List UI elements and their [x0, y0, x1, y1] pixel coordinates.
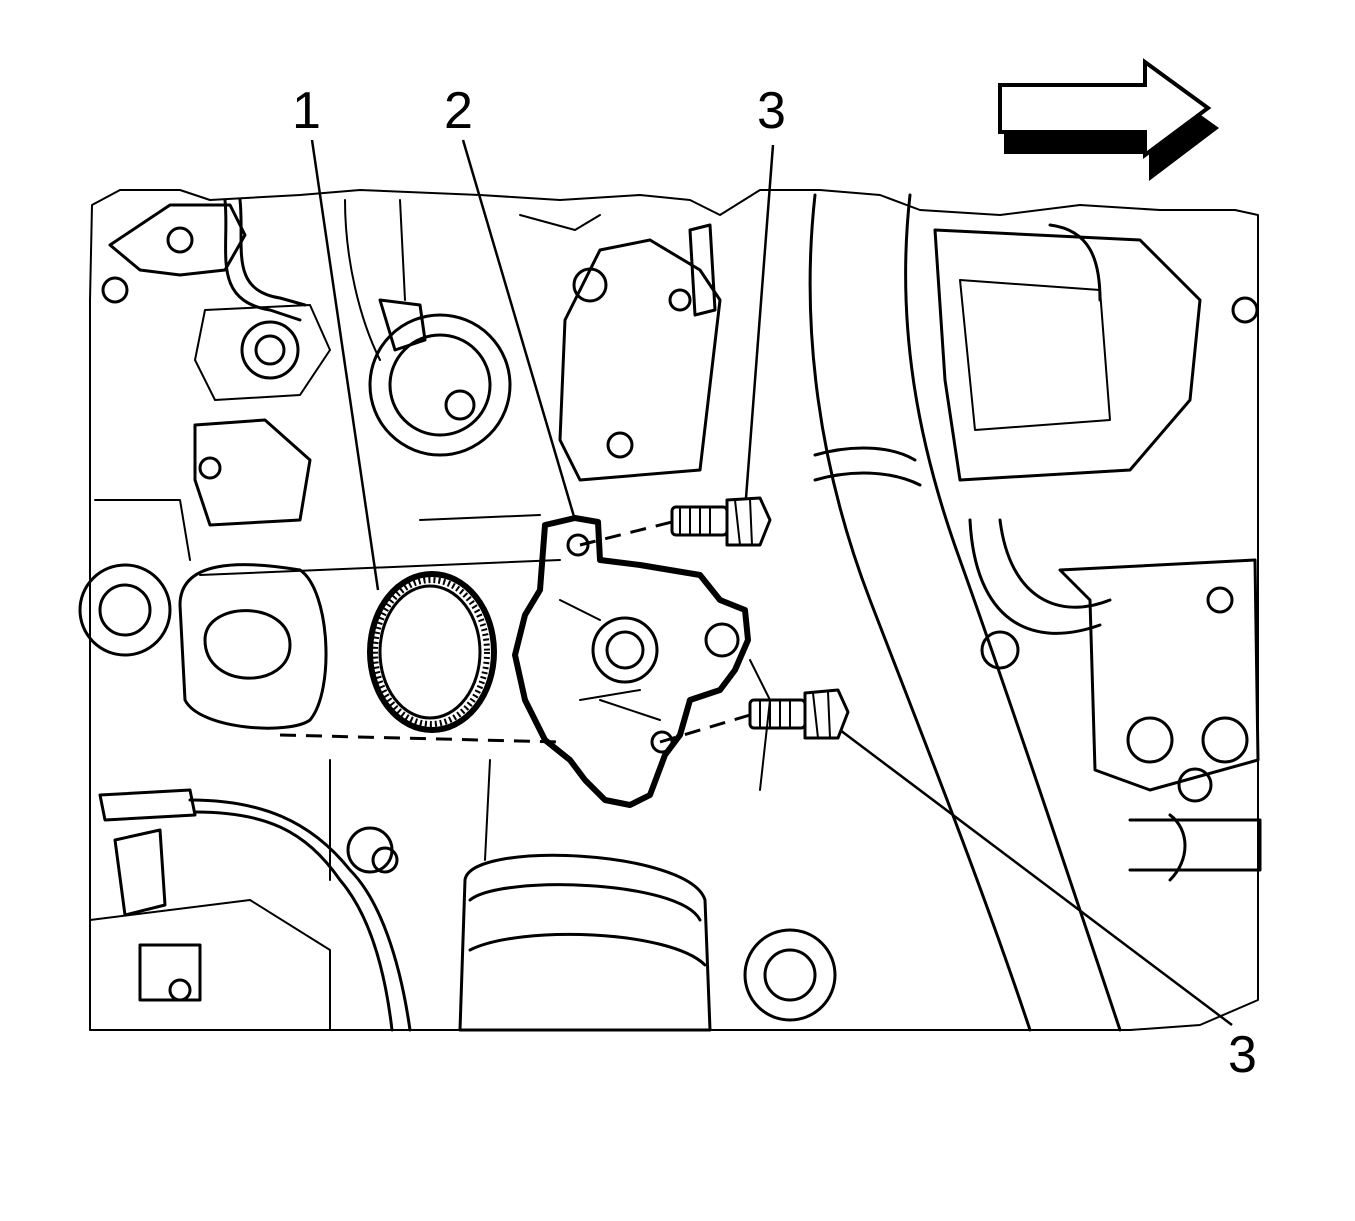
seal-ring: [367, 571, 497, 733]
leader-lines: [310, 139, 1233, 1026]
bolt-lower: [748, 688, 850, 740]
callout-2: 2: [444, 82, 473, 140]
bolt-upper: [670, 496, 772, 547]
housing-component: [512, 515, 751, 808]
front-direction-arrow-icon: [998, 58, 1219, 181]
callout-1: 1: [292, 82, 321, 140]
callout-3-lower: 3: [1228, 1026, 1257, 1084]
callout-labels: 1 2 3 3: [292, 82, 1257, 1084]
engine-background: [78, 189, 1262, 1032]
assembly-lines: [279, 520, 751, 744]
callout-3-upper: 3: [757, 82, 786, 140]
